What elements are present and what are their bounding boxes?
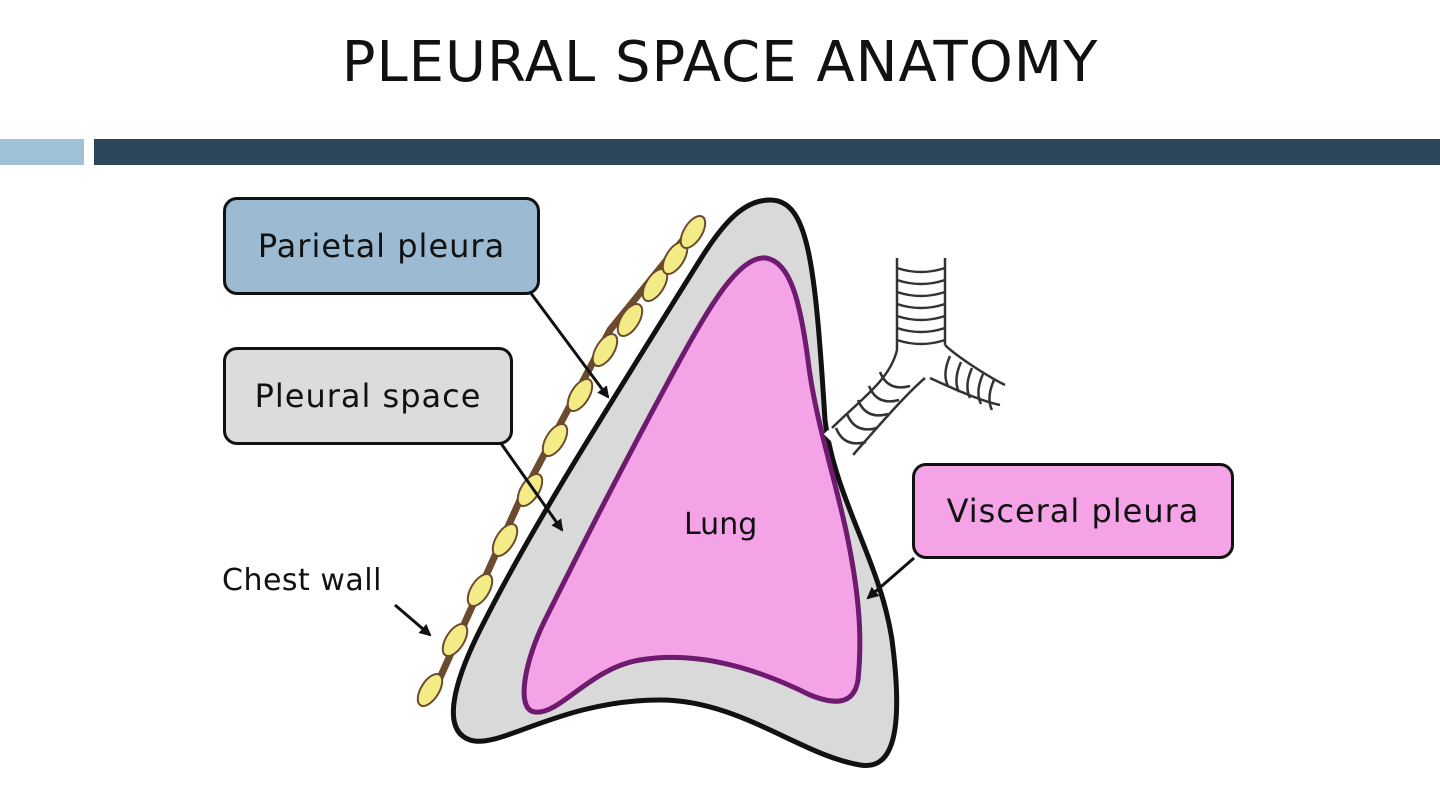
lung-label: Lung bbox=[684, 507, 758, 542]
chest-wall-ribs bbox=[416, 215, 707, 707]
rib-9 bbox=[616, 303, 644, 337]
header-accent-bar bbox=[0, 139, 84, 165]
page-title: PLEURAL SPACE ANATOMY bbox=[341, 30, 1099, 95]
lung-shape bbox=[521, 255, 863, 715]
pleural-space-label: Pleural space bbox=[223, 347, 513, 445]
visceral-pleura-label: Visceral pleura bbox=[912, 463, 1234, 559]
rib-3 bbox=[466, 573, 494, 607]
rib-2 bbox=[441, 623, 469, 657]
visceral-arrow bbox=[866, 556, 915, 600]
rib-12 bbox=[679, 215, 707, 249]
parietal-pleura-label: Parietal pleura bbox=[223, 197, 540, 295]
bronchus bbox=[831, 258, 1006, 456]
chest-wall-label: Chest wall bbox=[222, 563, 382, 598]
rib-4 bbox=[491, 523, 519, 557]
rib-1 bbox=[416, 673, 444, 707]
rib-7 bbox=[566, 378, 594, 412]
rib-8 bbox=[591, 333, 619, 367]
pleural-space-arrow bbox=[498, 441, 564, 532]
rib-6 bbox=[541, 423, 569, 457]
chest-wall-arrow bbox=[394, 603, 432, 637]
parietal-arrow bbox=[528, 291, 610, 399]
header-divider-bar bbox=[94, 139, 1440, 165]
